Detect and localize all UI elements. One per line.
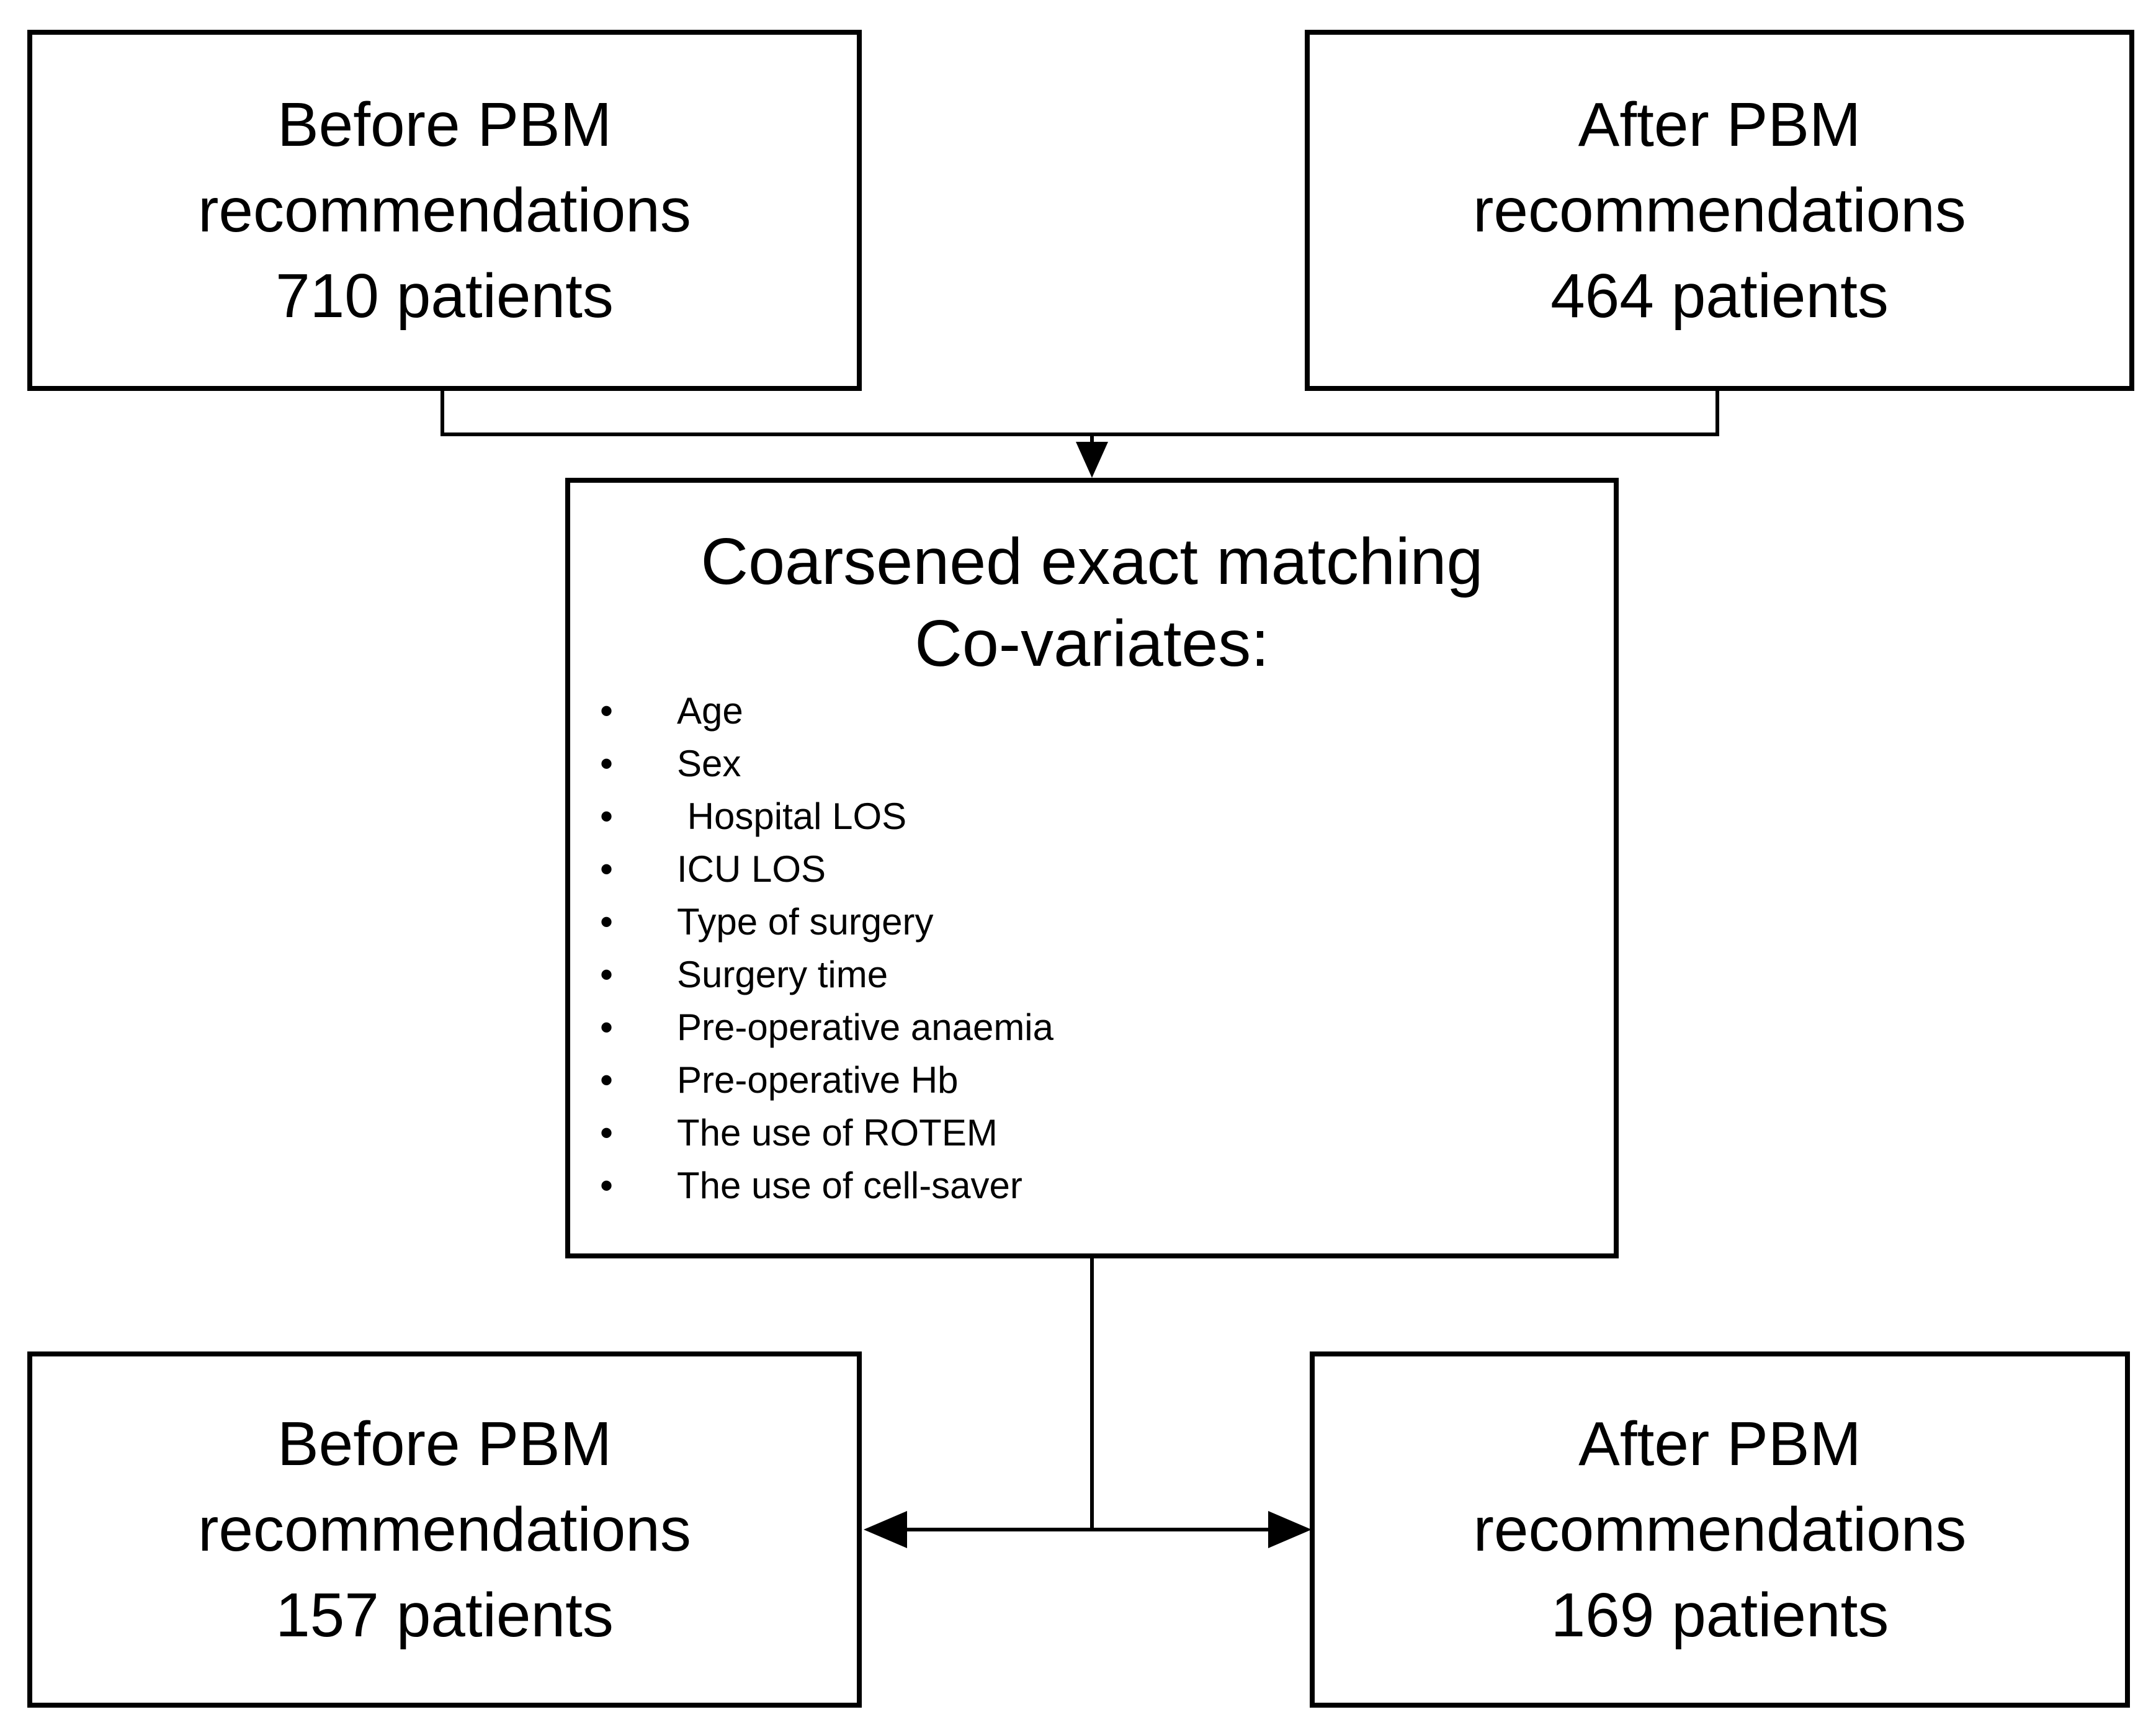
connector-horizontal-bottom: [903, 1528, 1272, 1531]
connector-horizontal-top: [441, 432, 1719, 436]
matching-title: Coarsened exact matching: [700, 525, 1483, 598]
matching-subtitle: Co-variates:: [915, 607, 1269, 680]
box-before-pbm-710: Before PBM recommendations 710 patients: [27, 30, 862, 391]
box-line: 157 patients: [275, 1580, 614, 1650]
box-line: After PBM: [1578, 1409, 1861, 1479]
arrow-right-head: [1268, 1511, 1312, 1548]
connector-vertical-bottom: [1090, 1255, 1094, 1531]
covariates-list: Age Sex Hospital LOS ICU LOS Type of sur…: [570, 684, 1614, 1212]
connector-stub-left: [441, 388, 444, 436]
connector-stub-right: [1715, 388, 1719, 436]
connector-vertical-center: [1090, 432, 1094, 446]
box-matching-covariates: Coarsened exact matching Co-variates: Ag…: [565, 478, 1619, 1258]
box-line: recommendations: [1473, 176, 1966, 245]
box-line: recommendations: [198, 176, 691, 245]
arrow-down-head: [1076, 442, 1108, 478]
box-before-pbm-157: Before PBM recommendations 157 patients: [27, 1351, 862, 1708]
box-line: Before PBM: [277, 90, 612, 159]
covariate-item: The use of ROTEM: [570, 1106, 1614, 1159]
arrow-left-head: [864, 1511, 907, 1548]
box-after-pbm-169: After PBM recommendations 169 patients: [1310, 1351, 2130, 1708]
box-line: 464 patients: [1550, 261, 1889, 331]
covariate-item: Type of surgery: [570, 895, 1614, 948]
box-line: recommendations: [1473, 1495, 1967, 1564]
covariate-item: Hospital LOS: [570, 790, 1614, 843]
box-line: 169 patients: [1550, 1580, 1889, 1650]
box-line: Before PBM: [277, 1409, 612, 1479]
box-line: recommendations: [198, 1495, 691, 1564]
box-line: 710 patients: [275, 261, 614, 331]
box-after-pbm-464: After PBM recommendations 464 patients: [1305, 30, 2134, 391]
covariate-item: ICU LOS: [570, 843, 1614, 895]
covariate-item: Surgery time: [570, 948, 1614, 1001]
covariate-item: Age: [570, 684, 1614, 737]
box-line: After PBM: [1578, 90, 1861, 159]
covariate-item: Sex: [570, 737, 1614, 790]
covariate-item: Pre-operative anaemia: [570, 1001, 1614, 1054]
covariate-item: The use of cell-saver: [570, 1159, 1614, 1212]
covariate-item: Pre-operative Hb: [570, 1054, 1614, 1106]
